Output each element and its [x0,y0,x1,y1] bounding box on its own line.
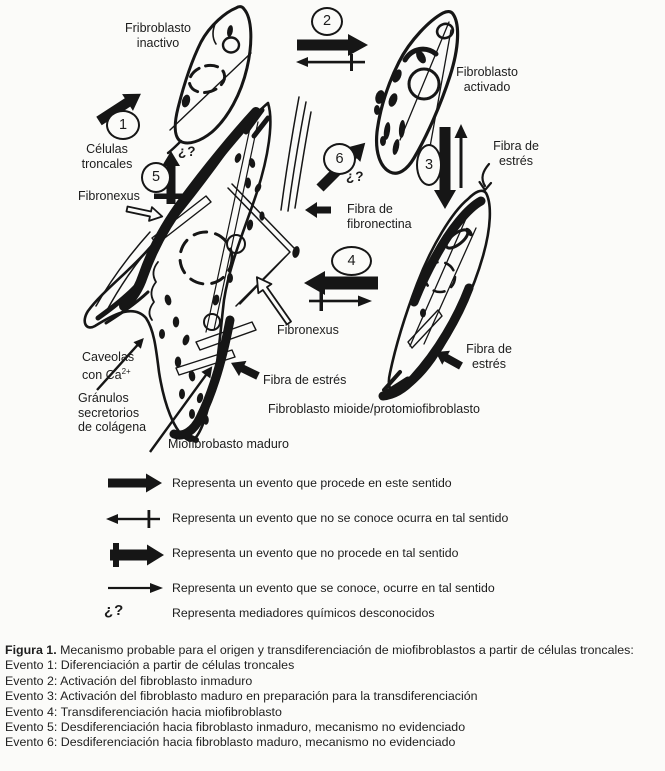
event-3-up-arrow-icon [454,124,468,188]
legend-blocked-thick-forward-arrow-icon [110,543,164,567]
event-4-badge: 4 [331,246,372,276]
cell4-granules [159,153,265,425]
unknown-mediators-symbol: ¿? [178,144,197,159]
event-3-badge: 3 [416,144,442,186]
legend-item-text: Representa un evento que no procede en t… [172,546,459,560]
cell2-vesicle-circle-icon [435,22,455,40]
event-3-down-arrow-icon [434,127,456,209]
caption-event-line: Evento 5: Desdiferenciación hacia fibrob… [5,720,466,735]
label-fibronectin-fiber: Fibra de fibronectina [347,202,412,231]
cell3-stress-fiber-band-icon [409,196,486,307]
legend-question-symbol: ¿? [104,602,125,619]
caption-event-line: Evento 1: Diferenciación a partir de cél… [5,658,295,673]
label-activated-fibroblast: Fibroblasto activado [456,65,518,94]
caption-title-line: Figura 1. Mecanismo probable para el ori… [5,643,661,658]
event-2-forward-arrow-icon [297,34,368,56]
label-collagen-granules: Gránulos secretorios de colágena [78,391,147,434]
cell4-stress-fiber-band-icon [169,315,235,440]
unknown-mediators-symbol: ¿? [346,169,365,184]
inactive-fibroblast-cell [166,5,253,155]
cell4-nucleus-icon [178,230,234,286]
stress-fiber-top-pointer-icon [478,162,493,192]
stress-fiber-right-pointer-arrow-icon [435,350,463,370]
label-caveolae: Caveolas con Ca2+ [82,350,135,382]
activated-fibroblast-cell [374,10,460,175]
caption-intro: Mecanismo probable para el origen y tran… [56,643,634,657]
legend-item-text: Representa un evento que se conoce, ocur… [172,581,495,595]
loose-granule-dot [292,246,300,258]
stress-fiber-center-pointer-arrow-icon [231,360,260,380]
figure-caption: Figura 1. Mecanismo probable para el ori… [5,643,661,751]
cell1-nucleus-icon [187,63,227,95]
label-myoid-fibroblast: Fibroblasto mioide/protomiofibroblasto [268,402,480,416]
event-2-badge: 2 [311,7,343,36]
fibronexus-left-pointer-arrow-icon [125,205,164,222]
event-5-blocked-up-arrow-icon [154,151,190,204]
label-stress-fiber-center: Fibra de estrés [263,373,347,387]
diagram-artwork [83,5,493,593]
fibronectin-fiber-pointer-arrow-icon [305,202,331,218]
legend-item-text: Representa un evento que no se conoce oc… [172,511,509,525]
fibronexus-right-pointer-arrow-icon [255,276,292,326]
caption-event-line: Evento 6: Desdiferenciación hacia fibrob… [5,735,456,750]
cell1-vesicle-circle-icon [221,36,241,54]
label-fibronexus-left: Fibronexus [78,189,140,203]
event-1-badge: 1 [106,110,140,140]
event-2-blocked-return-arrow-icon [296,54,365,71]
event-4-blocked-return-arrow-icon [309,291,372,311]
event-5-badge: 5 [141,162,171,193]
legend-thin-forward-arrow-icon [108,583,163,593]
label-stress-fiber-top: Fibra de estrés [493,139,539,168]
cell2-nucleus-icon [407,67,441,101]
granules-pointer-arrow-icon [149,366,213,453]
legend-item-text: Representa mediadores químicos desconoci… [172,606,435,620]
cell3-nucleus-icon [423,260,457,294]
label-stem-cells: Células troncales [81,142,133,171]
legend-thick-forward-arrow-icon [108,473,162,493]
caption-event-line: Evento 3: Activación del fibroblasto mad… [5,689,478,704]
mature-myofibroblast-cell [83,96,312,443]
figure-label: Figura 1. [5,643,57,657]
label-inactive-fibroblast: Fribroblasto inactivo [125,21,191,50]
caption-event-line: Evento 2: Activación del fibroblasto inm… [5,673,253,688]
event-4-forward-arrow-icon [304,271,378,295]
label-fibronexus-right: Fibronexus [277,323,339,337]
legend-crossed-thin-left-arrow-icon [106,510,160,528]
protomyofibroblast-cell [378,189,492,401]
caption-event-line: Evento 4: Transdiferenciación hacia miof… [5,704,282,719]
legend-item-text: Representa un evento que procede en este… [172,476,452,490]
label-stress-fiber-right: Fibra de estrés [466,342,512,371]
cell3-stress-fiber-band-icon [378,283,474,401]
event-6-badge: 6 [323,143,356,175]
label-mature-myofibroblast: Miofibrobasto maduro [168,437,289,451]
caveolae-pointer-arrow-icon [96,337,144,391]
